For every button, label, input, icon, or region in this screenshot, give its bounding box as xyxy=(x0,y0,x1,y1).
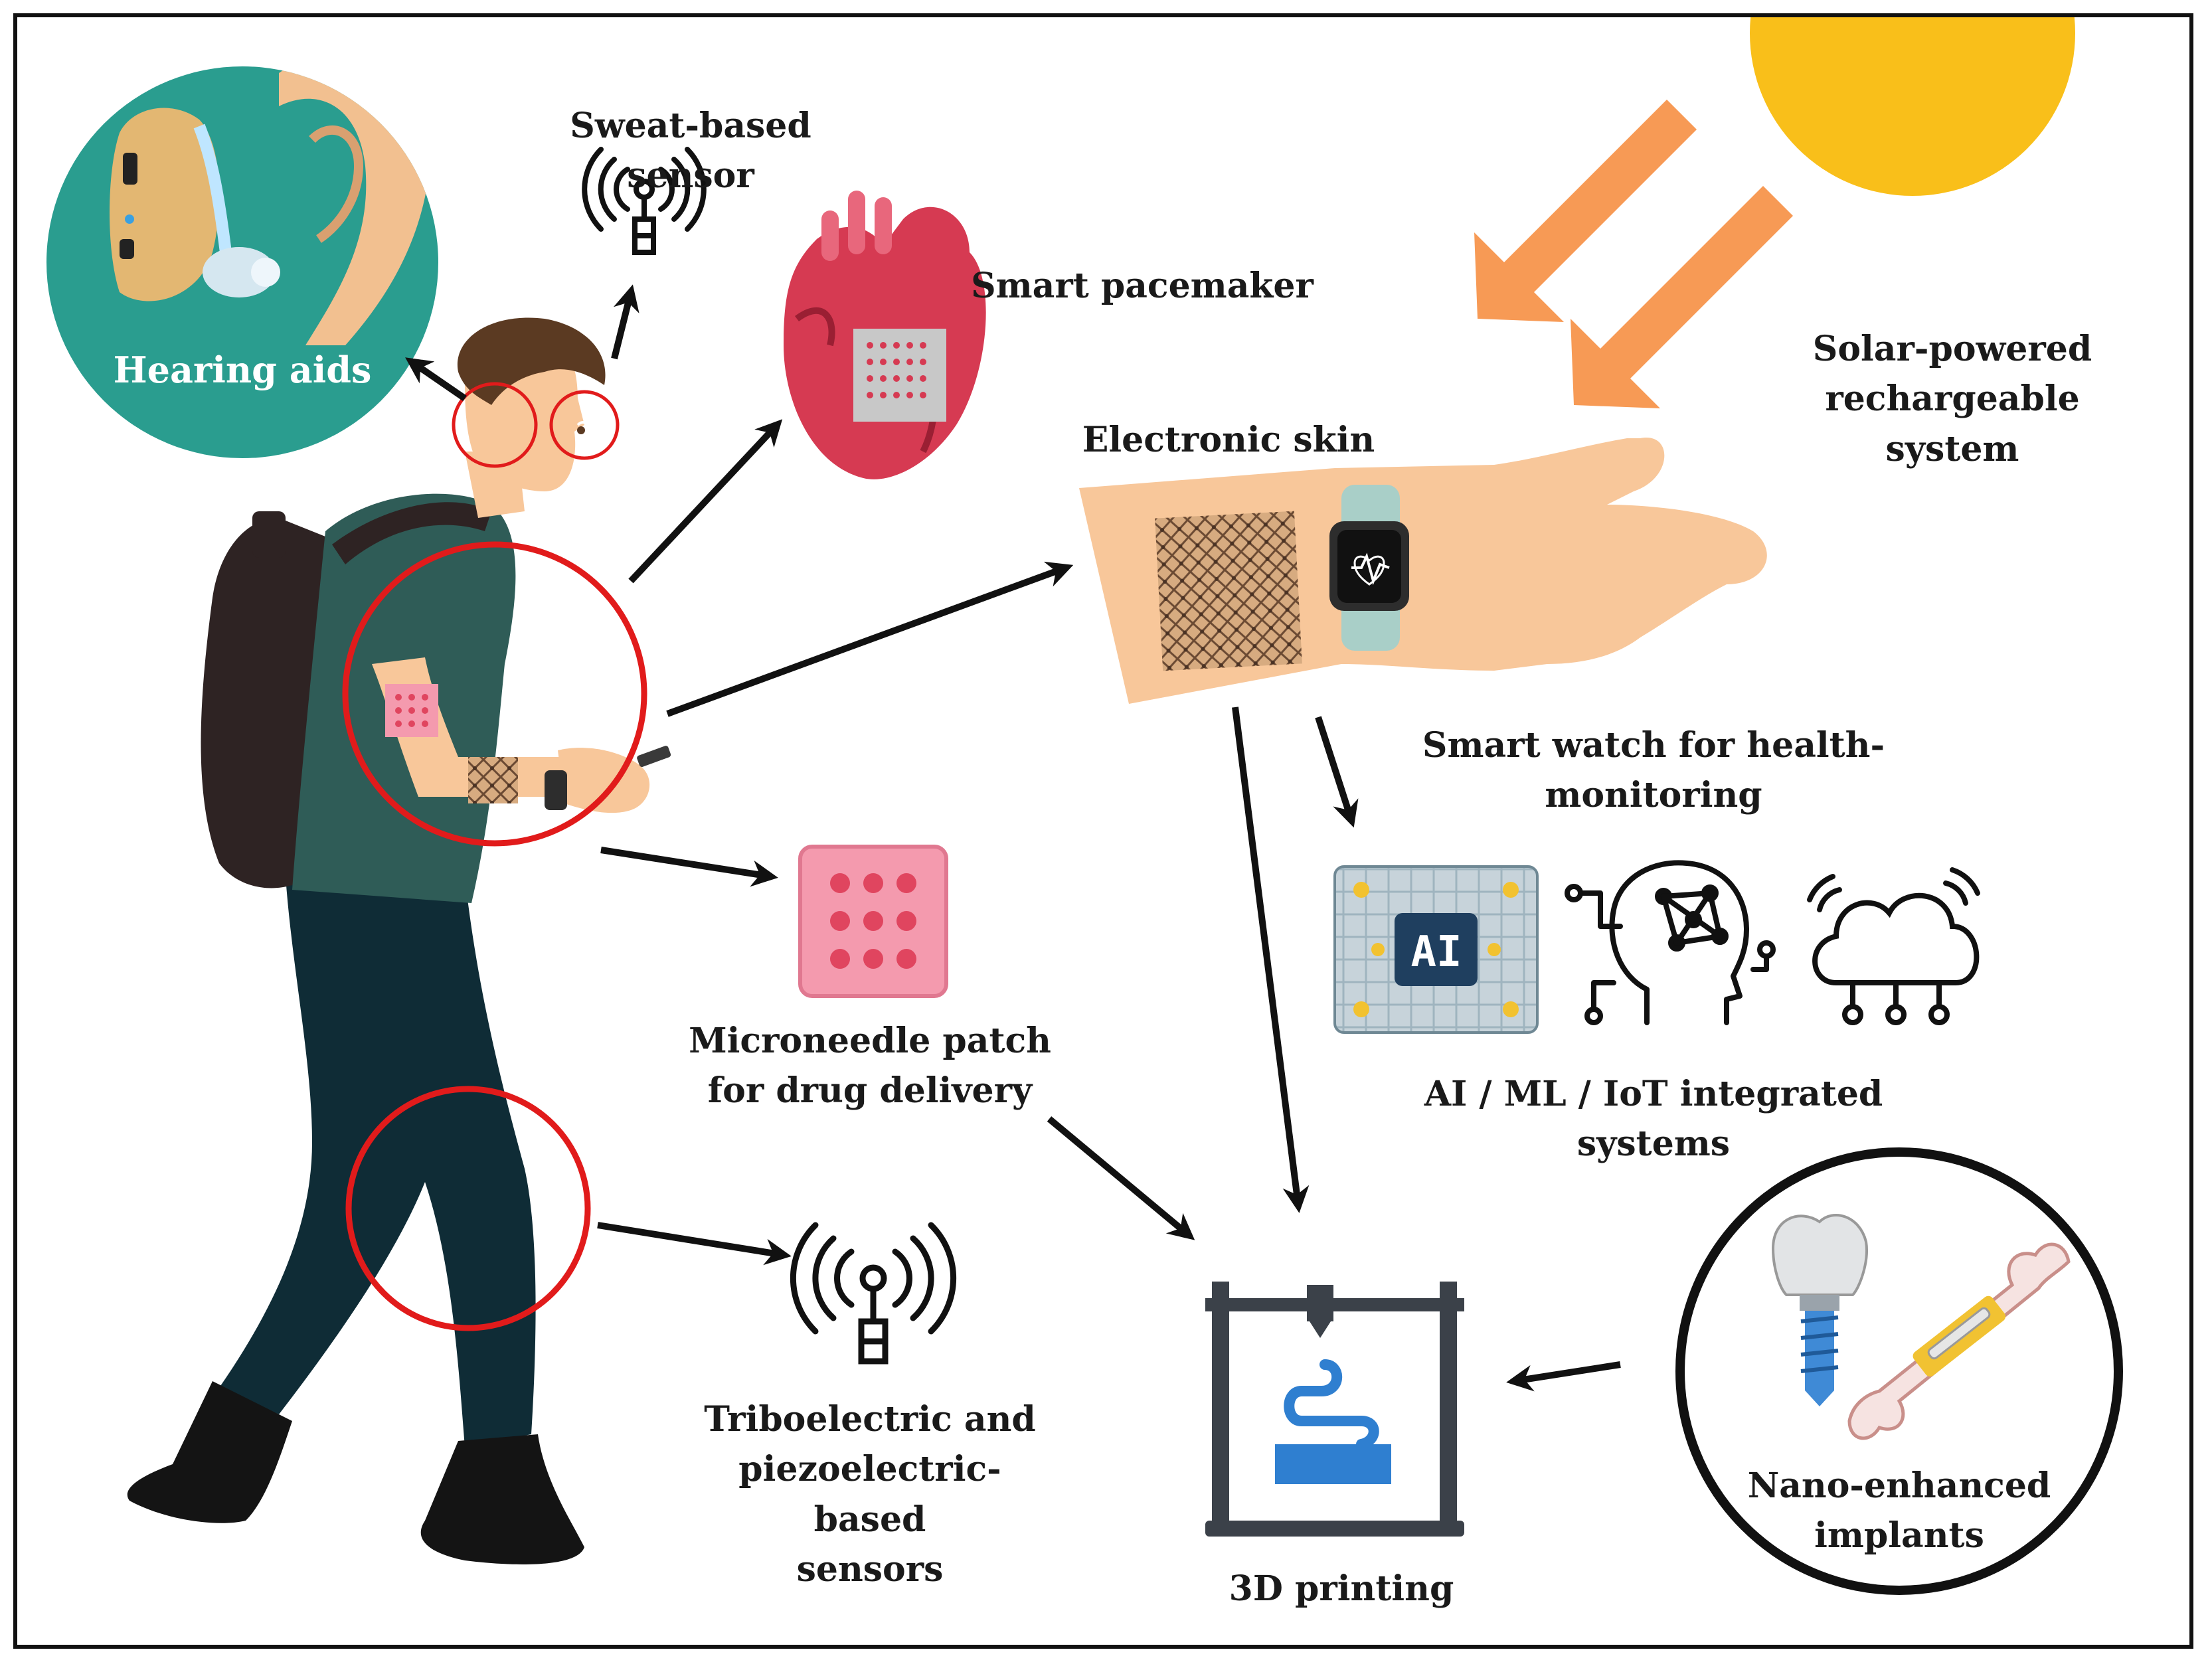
sun-icon xyxy=(1750,17,2075,196)
sweat-sensor-label: Sweat-based sensor xyxy=(570,106,811,197)
hearing-aids-label: Hearing aids xyxy=(113,349,372,391)
person-icon xyxy=(127,317,671,1564)
dental-implant-icon xyxy=(1771,1214,1868,1406)
solar-label: Solar-powered rechargeable system xyxy=(1812,329,2092,469)
ai-iot-label: AI / ML / IoT integrated systems xyxy=(1424,1074,1883,1165)
connector-arrows xyxy=(405,284,1621,1392)
smartwatch-icon xyxy=(1329,485,1409,651)
microneedle-label: Microneedle patch for drug delivery xyxy=(689,1021,1051,1112)
tribo-label: Triboelectric and piezoelectric-based se… xyxy=(704,1399,1036,1590)
ai-chip-icon xyxy=(1333,865,1539,1034)
printing-label: 3D printing xyxy=(1229,1568,1454,1609)
pacemaker-label: Smart pacemaker xyxy=(971,266,1314,306)
antenna-icon xyxy=(582,147,707,255)
eskin-label: Electronic skin xyxy=(1082,420,1375,460)
heart-icon xyxy=(784,191,986,479)
ai-brain-icon xyxy=(1565,860,1776,1025)
smartwatch-label: Smart watch for health-monitoring xyxy=(1422,725,1885,816)
solar-arrow-icon xyxy=(1474,100,1793,408)
implants-label: Nano-enhanced implants xyxy=(1747,1465,2051,1556)
bone-implant-icon xyxy=(1847,1242,2071,1440)
figure-border xyxy=(13,13,2193,1649)
highlight-circles xyxy=(342,382,647,1331)
microneedle-patch-icon xyxy=(798,845,948,998)
cloud-iot-icon xyxy=(1807,867,1980,1025)
antenna-icon xyxy=(790,1222,957,1365)
printer-3d-icon xyxy=(1205,1282,1464,1537)
ai-chip-text: AI xyxy=(1410,928,1462,977)
arm-icon xyxy=(1079,438,1767,704)
